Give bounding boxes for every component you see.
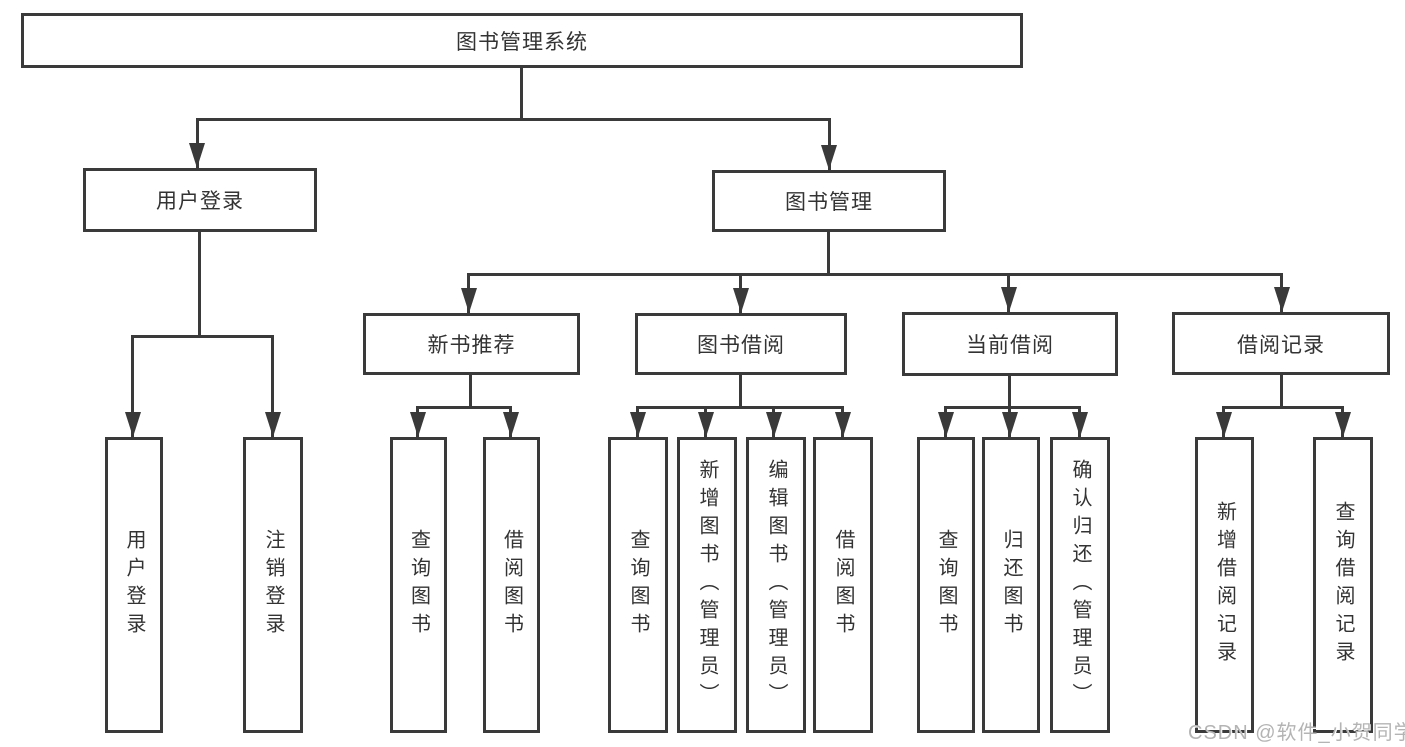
connector-line — [1280, 375, 1283, 406]
leaf-br-add-record: 新增借阅记录 — [1195, 437, 1254, 733]
leaf-nb-borrow-books: 借阅图书 — [483, 437, 540, 733]
arrow-down-icon — [189, 143, 205, 168]
node-label: 借阅记录 — [1237, 333, 1325, 357]
node-borrow-records: 借阅记录 — [1172, 312, 1390, 375]
leaf-label: 查询图书 — [407, 529, 430, 641]
connector-line — [271, 335, 274, 437]
leaf-cb-return-books: 归还图书 — [982, 437, 1040, 733]
leaf-label: 查询图书 — [935, 529, 957, 641]
arrow-down-icon — [835, 412, 851, 437]
arrow-down-icon — [1274, 287, 1290, 312]
node-label: 图书借阅 — [697, 334, 785, 357]
leaf-bb-edit-books-admin: 编辑图书（管理员） — [746, 437, 806, 733]
connector-line — [469, 375, 472, 406]
leaf-br-query-record: 查询借阅记录 — [1313, 437, 1373, 733]
connector-line — [467, 273, 1283, 276]
node-label: 当前借阅 — [966, 334, 1054, 357]
arrow-down-icon — [1002, 412, 1018, 437]
connector-line — [827, 232, 830, 273]
leaf-label: 查询图书 — [627, 529, 649, 641]
node-user-login: 用户登录 — [83, 168, 317, 232]
leaf-label: 借阅图书 — [832, 529, 854, 641]
arrow-down-icon — [1072, 412, 1088, 437]
leaf-label: 确认归还（管理员） — [1069, 459, 1091, 711]
connector-line — [416, 406, 512, 409]
node-root-system: 图书管理系统 — [21, 13, 1023, 68]
leaf-bb-borrow-books: 借阅图书 — [813, 437, 873, 733]
node-label: 用户登录 — [156, 190, 244, 213]
arrow-down-icon — [1216, 412, 1232, 437]
arrow-down-icon — [698, 412, 714, 437]
leaf-logout: 注销登录 — [243, 437, 303, 733]
arrow-down-icon — [1001, 287, 1017, 312]
connector-line — [131, 335, 274, 338]
leaf-label: 注销登录 — [262, 529, 284, 641]
node-current-borrow: 当前借阅 — [902, 312, 1118, 376]
leaf-label: 归还图书 — [1000, 529, 1022, 641]
arrow-down-icon — [1335, 412, 1351, 437]
arrow-down-icon — [938, 412, 954, 437]
arrow-down-icon — [265, 412, 281, 437]
arrow-down-icon — [821, 145, 837, 170]
leaf-cb-query-books: 查询图书 — [917, 437, 975, 733]
leaf-bb-add-books-admin: 新增图书（管理员） — [677, 437, 737, 733]
connector-line — [1008, 376, 1011, 406]
connector-line — [944, 406, 1081, 409]
connector-line — [196, 118, 831, 121]
leaf-label: 新增借阅记录 — [1213, 501, 1236, 669]
connector-line — [636, 406, 844, 409]
connector-line — [828, 118, 831, 170]
leaf-user-login: 用户登录 — [105, 437, 163, 733]
node-book-borrow: 图书借阅 — [635, 313, 847, 375]
node-label: 图书管理系统 — [456, 30, 588, 54]
leaf-label: 查询借阅记录 — [1332, 501, 1354, 669]
leaf-label: 新增图书（管理员） — [696, 459, 718, 711]
arrow-down-icon — [503, 412, 519, 437]
node-book-management: 图书管理 — [712, 170, 946, 232]
connector-line — [131, 335, 134, 437]
node-new-book-recommend: 新书推荐 — [363, 313, 580, 375]
csdn-watermark: CSDN @软件_小贺同学 — [1188, 722, 1405, 744]
arrow-down-icon — [733, 288, 749, 313]
arrow-down-icon — [766, 412, 782, 437]
connector-line — [198, 232, 201, 335]
leaf-label: 借阅图书 — [500, 529, 523, 641]
leaf-nb-query-books: 查询图书 — [390, 437, 447, 733]
leaf-label: 用户登录 — [123, 529, 145, 641]
arrow-down-icon — [630, 412, 646, 437]
connector-line — [520, 68, 523, 118]
leaf-label: 编辑图书（管理员） — [765, 459, 787, 711]
arrow-down-icon — [410, 412, 426, 437]
node-label: 图书管理 — [785, 191, 873, 214]
leaf-cb-confirm-return-admin: 确认归还（管理员） — [1050, 437, 1110, 733]
leaf-bb-query-books: 查询图书 — [608, 437, 668, 733]
node-label: 新书推荐 — [427, 334, 516, 357]
connector-line — [1222, 406, 1344, 409]
arrow-down-icon — [125, 412, 141, 437]
arrow-down-icon — [461, 288, 477, 313]
connector-line — [739, 375, 742, 406]
